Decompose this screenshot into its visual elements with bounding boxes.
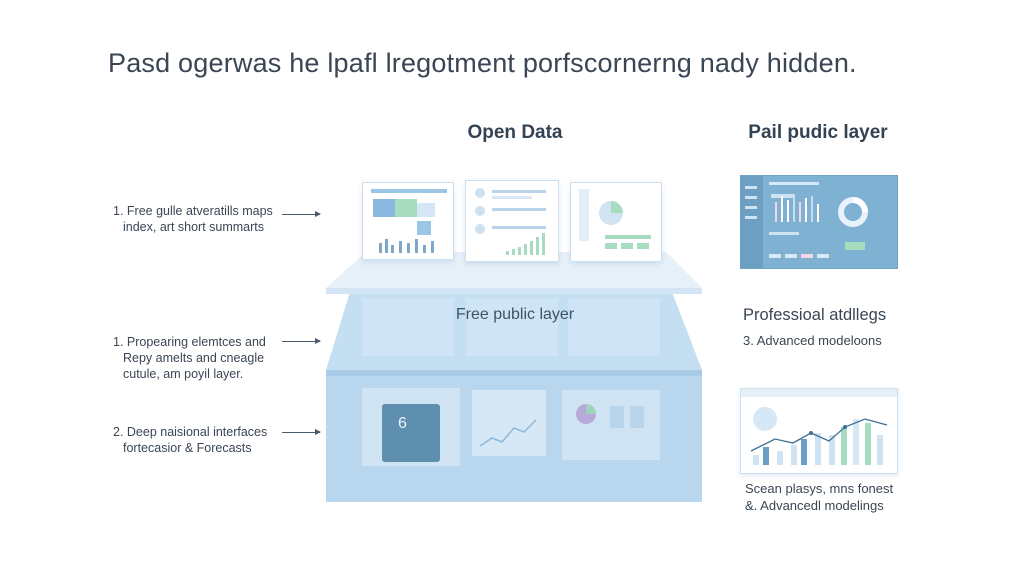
open-data-panel-1 [362,182,454,260]
left-note-3-line-1: 2. Deep naisional interfaces [113,425,268,439]
left-note-2-line-2: Repy amelts and cneagle [123,351,265,365]
bottom-note-line-2: &. Advancedl modelings [745,498,884,513]
open-data-title: Open Data [467,122,563,143]
left-note-1-line-1: 1. Free gulle atveratills maps [113,204,273,218]
deep-card-3-pie-slice [586,404,596,414]
open-data-slab-edge [326,288,702,294]
mid-card-3 [568,298,660,356]
headline: Pasd ogerwas he lpafl lregotment porfsco… [108,48,857,78]
free-public-layer-label: Free public layer [455,306,575,323]
left-note-3-arrow [282,429,321,435]
deep-card-1-tile [382,404,440,462]
professional-title: Professioal atdllegs [743,306,887,324]
mid-card-1 [362,298,454,356]
deep-card-3-bar-1 [610,406,624,428]
advanced-chart-card [740,388,898,474]
left-note-1-arrow [282,211,321,217]
left-note-2: 1. Propearing elemtces and Repy amelts a… [113,334,266,382]
deep-card-1-glyph: 6 [398,415,407,432]
paid-layer-title: Pail pudic layer [748,122,888,143]
open-data-panel-2 [465,180,559,262]
advanced-chart-graphic [741,389,897,465]
deep-card-2-line [479,419,537,447]
open-data-panel-3-graphic [579,189,651,249]
free-public-layer-shade [326,370,702,376]
deep-card-2 [472,390,546,456]
professional-subtitle: 3. Advanced modeloons [743,333,882,348]
left-note-2-arrow [282,338,321,344]
left-note-2-line-3: cutule, am poyil layer. [123,367,244,381]
bottom-note-line-1: Scean plasys, mns fonest [745,481,894,496]
left-note-2-line-1: 1. Propearing elemtces and [113,335,266,349]
layer-pyramid: 6 [326,252,702,502]
left-note-1: 1. Free gulle atveratills maps index, ar… [113,203,273,235]
open-data-panel-1-graphic [371,189,447,253]
deep-card-3-bar-2 [630,406,644,428]
left-note-3: 2. Deep naisional interfaces fortecasior… [113,424,267,456]
paid-dashboard-card [740,175,898,269]
left-note-1-line-2: index, art short summarts [123,220,265,234]
open-data-panel-2-graphic [475,188,546,255]
paid-dashboard-graphic [741,176,868,268]
left-note-3-line-2: fortecasior & Forecasts [123,441,252,455]
open-data-panel-3 [570,182,662,262]
mid-card-2 [466,298,558,356]
